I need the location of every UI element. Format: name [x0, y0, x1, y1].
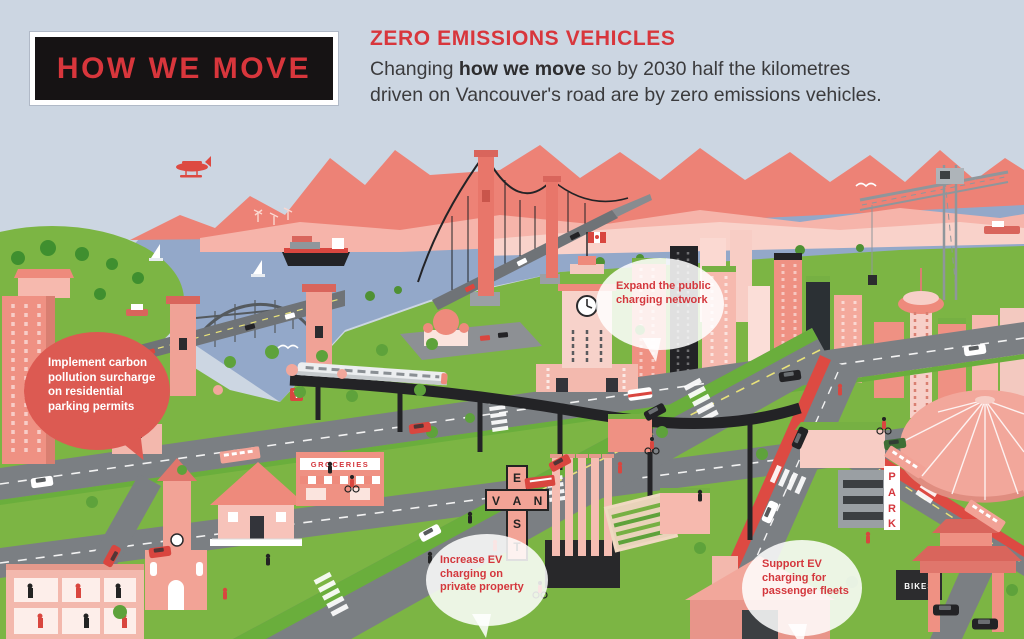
fire-truck	[524, 474, 556, 490]
cutaway-apartment	[6, 564, 144, 639]
callout-text: Implement carbon pollution surcharge on …	[48, 357, 156, 413]
intro-text: Changing how we move so by 2030 half the…	[370, 56, 882, 108]
intro-prefix: Changing	[370, 58, 459, 80]
bus	[964, 499, 1006, 533]
svg-text:S: S	[513, 517, 521, 531]
svg-text:A: A	[513, 494, 522, 508]
dome-building	[400, 309, 542, 360]
svg-text:BIKES: BIKES	[904, 582, 933, 591]
bc-place-stadium	[899, 390, 1024, 503]
community-garden	[603, 491, 679, 553]
cyclist	[644, 437, 660, 455]
groceries-store: GROCERIES	[296, 452, 384, 506]
seaplane-icon	[176, 156, 211, 178]
cyclist	[344, 475, 360, 493]
how-we-move-badge: HOW WE MOVE	[30, 32, 338, 105]
bus	[884, 445, 926, 479]
church	[145, 458, 207, 610]
svg-text:N: N	[534, 494, 543, 508]
clock-tower-station	[536, 232, 638, 392]
skytrain	[297, 362, 448, 386]
gable-house	[210, 462, 306, 546]
callout-passenger-fleets: Support EV charging for passenger fleets	[742, 540, 862, 639]
east-van-cross: E A S T V N	[485, 465, 549, 561]
bus	[219, 446, 261, 464]
svg-text:R: R	[888, 503, 896, 515]
svg-text:E: E	[513, 471, 521, 485]
seagull-icon	[277, 182, 877, 350]
callout-text: Increase EV charging on private property	[440, 554, 524, 593]
small-ship-icon	[984, 221, 1020, 234]
svg-text:P: P	[888, 471, 895, 483]
cyclist	[876, 417, 892, 435]
svg-text:K: K	[888, 518, 896, 530]
cargo-ship-icon	[282, 236, 350, 266]
intro-bold: how we move	[458, 58, 586, 80]
park-shed	[14, 269, 74, 298]
intro-suffix: so by 2030 half the kilometres driven on…	[370, 58, 882, 106]
lions-gate-bridge	[417, 150, 652, 310]
vehicles	[30, 343, 1006, 630]
chinatown-gate	[912, 519, 1022, 632]
blossom-trees	[213, 364, 347, 395]
street-trees	[86, 325, 1018, 619]
badge-label: HOW WE MOVE	[56, 51, 312, 85]
wind-turbine-icon	[253, 207, 293, 225]
svg-text:GROCERIES: GROCERIES	[311, 460, 370, 469]
residents	[27, 583, 127, 628]
construction-crane	[859, 165, 1009, 300]
callout-parking-surcharge: Implement carbon pollution surcharge on …	[24, 332, 170, 450]
intro-block: ZERO EMISSIONS VEHICLES Changing how we …	[370, 27, 970, 108]
callout-private-property: Increase EV charging on private property	[426, 534, 548, 638]
callout-public-charging: Expand the public charging network	[596, 258, 724, 362]
page-title: ZERO EMISSIONS VEHICLES	[370, 27, 676, 50]
canada-flag-icon	[586, 232, 606, 256]
apartment-blocks	[608, 414, 890, 596]
callout-text: Expand the public charging network	[616, 280, 711, 306]
svg-text:A: A	[888, 487, 896, 499]
ferry-icon	[126, 304, 148, 316]
ambulance	[627, 387, 653, 401]
sailboat-icon	[149, 244, 265, 277]
svg-text:V: V	[492, 494, 500, 508]
parking-garage: P A R K	[838, 466, 900, 530]
bridge-traffic	[464, 231, 581, 293]
callout-text: Support EV charging for passenger fleets	[762, 558, 849, 597]
